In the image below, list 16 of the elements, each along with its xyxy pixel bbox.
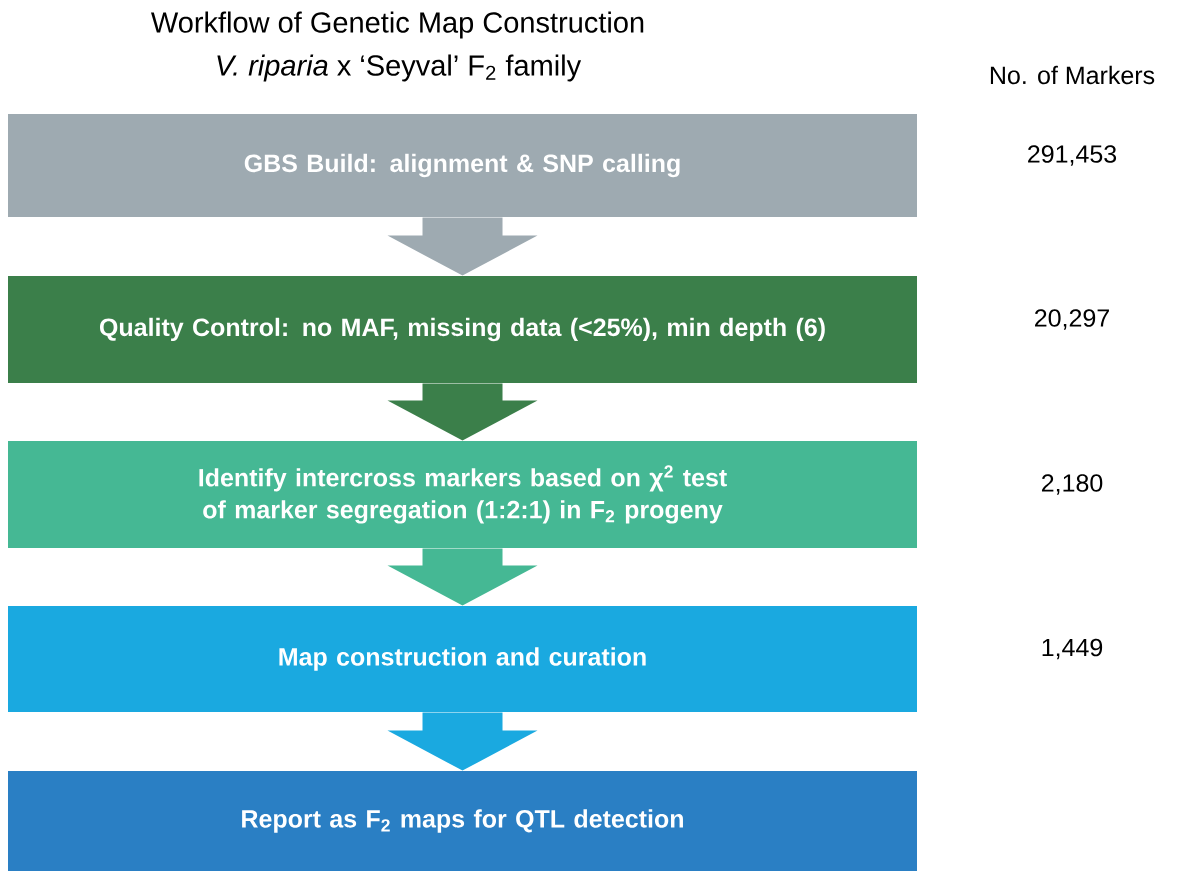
title: Workflow of Genetic Map Construction [151, 11, 644, 39]
process-box: GBS Build: alignment & SNP calling [8, 114, 917, 217]
process-box: Map construction and curation [8, 606, 917, 712]
process-box: Quality Control: no MAF, missing data (<25%), min depth (6) [8, 276, 917, 383]
marker-count: 2,180 [1042, 474, 1103, 495]
marker-count: 20,297 [1035, 309, 1109, 330]
marker-count: 1,449 [1042, 638, 1103, 660]
arrow [387, 712, 538, 771]
arrow [387, 548, 538, 606]
process-box: Report as F$_{2}$ maps for QTL detection [8, 771, 917, 871]
process-box: Identify intercross markers based on χ$^{2}$ test of marker segregation (1:2:1) in F$_{2}$ progeny [8, 441, 917, 548]
arrow [387, 383, 538, 441]
column-heading: No. of Markers [990, 65, 1155, 85]
subtitle: V. riparia x ‘Seyval’ F$_{2}$ family [217, 54, 582, 82]
arrow [387, 217, 538, 276]
marker-count: 291,453 [1028, 145, 1117, 166]
